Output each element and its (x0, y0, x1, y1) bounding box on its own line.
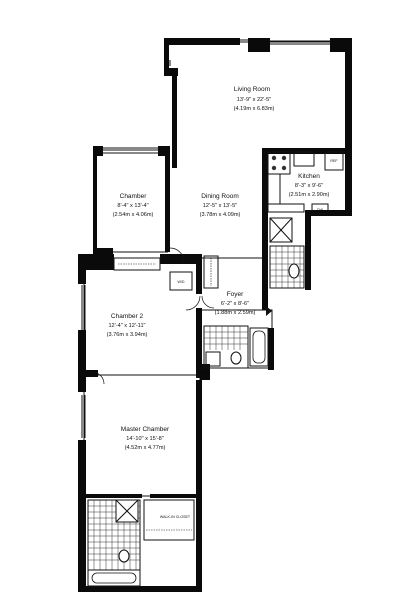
dishwasher-icon (311, 203, 329, 215)
vanity-sink-icon (205, 351, 221, 367)
dining-room-dim-imperial: 12'-5" x 13'-5" (203, 203, 237, 209)
foyer-dim-imperial: 6'-2" x 8'-6" (221, 301, 249, 307)
master-bath: WALK-IN CLOSET (87, 499, 195, 587)
refrigerator-label: REF (330, 159, 338, 163)
bath-tile-grid-east (270, 246, 304, 288)
walls (78, 38, 352, 592)
bathtub-icon (87, 569, 141, 587)
dining-room-name: Dining Room (201, 193, 239, 200)
room-chamber-2: Chamber 2 12'-4" x 12'-11" (3.76m x 3.94… (107, 313, 148, 338)
master-chamber-dim-metric: (4.52m x 4.77m) (125, 445, 166, 451)
chamber-dim-imperial: 8'-4" x 13'-4" (117, 203, 148, 209)
toilet-icon (118, 549, 130, 563)
kitchen-name: Kitchen (298, 173, 320, 180)
washer-dryer-label: W/D (178, 280, 185, 284)
master-chamber-name: Master Chamber (121, 426, 170, 433)
master-chamber-dim-imperial: 14'-10" x 15'-8" (126, 436, 164, 442)
dining-room-dim-metric: (3.78m x 4.09m) (200, 212, 241, 218)
dishwasher-label: DW (317, 208, 324, 212)
chamber-2-dim-imperial: 12'-4" x 12'-11" (108, 323, 145, 329)
room-foyer: Foyer 6'-2" x 8'-6" (1.88m x 2.59m) (215, 291, 256, 316)
chamber-2-dim-metric: (3.76m x 3.94m) (107, 332, 148, 338)
foyer-dim-metric: (1.88m x 2.59m) (215, 310, 256, 316)
foyer-name: Foyer (227, 291, 244, 298)
hall-bath (269, 217, 305, 289)
stove-icon (267, 151, 291, 175)
counter-icon (267, 173, 281, 205)
room-dining-room: Dining Room 12'-5" x 13'-5" (3.78m x 4.0… (200, 193, 241, 218)
room-master-chamber: Master Chamber 14'-10" x 15'-8" (4.52m x… (121, 426, 170, 451)
toilet-icon (288, 263, 300, 279)
chamber-2-name: Chamber 2 (111, 313, 144, 320)
windows (81, 39, 330, 438)
kitchen-dim-imperial: 8'-3" x 9'-6" (295, 183, 323, 189)
closet-x-icon (269, 217, 293, 243)
room-kitchen: Kitchen 8'-3" x 9'-6" (2.51m x 2.90m) (289, 173, 330, 198)
room-chamber: Chamber 8'-4" x 13'-4" (2.54m x 4.06m) (113, 193, 154, 218)
chamber-name: Chamber (120, 193, 148, 200)
foyer-closets: W/D (113, 255, 219, 291)
kitchen-dim-metric: (2.51m x 2.90m) (289, 192, 330, 198)
living-room-dim-imperial: 13'-9" x 22'-5" (237, 97, 271, 103)
washer-dryer-icon (169, 271, 193, 291)
living-room-dim-metric: (4.19m x 6.83m) (234, 106, 275, 112)
kitchen-fixtures: REF DW (267, 151, 344, 215)
doors (91, 247, 215, 385)
refrigerator-icon (324, 151, 344, 171)
walk-in-closet-label: WALK-IN CLOSET (160, 515, 191, 519)
sink-icon (293, 151, 315, 167)
toilet-icon (230, 351, 242, 365)
central-bath (203, 325, 269, 369)
walk-in-closet (143, 499, 195, 541)
living-room-name: Living Room (234, 86, 270, 93)
room-living-room: Living Room 13'-9" x 22'-5" (4.19m x 6.8… (234, 86, 275, 112)
entry-arrow-icon (266, 306, 272, 316)
bathtub-icon (249, 327, 269, 367)
chamber-dim-metric: (2.54m x 4.06m) (113, 212, 154, 218)
